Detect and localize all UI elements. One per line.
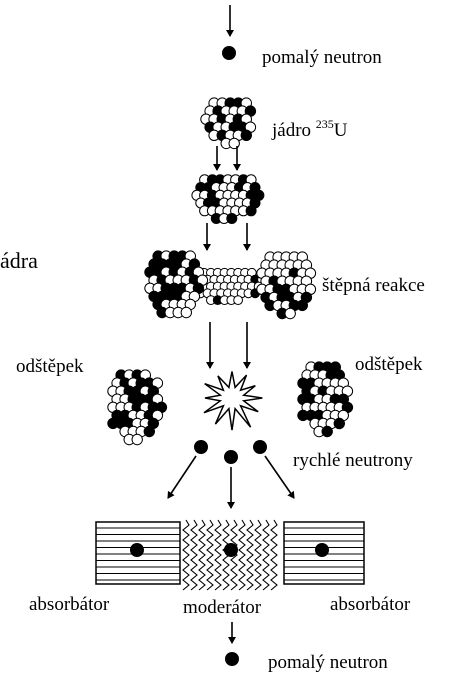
fragment-left [108, 370, 167, 445]
moderated-neutron [224, 543, 238, 557]
label-fragment-right: odštěpek [355, 354, 423, 375]
label-fission: štěpná reakce [322, 275, 425, 296]
fission-burst [204, 372, 262, 431]
label-slow-neutron-top: pomalý neutron [262, 47, 382, 68]
absorbed-neutron-left [130, 543, 144, 557]
label-fragment-left: odštěpek [16, 356, 84, 377]
label-nucleus-prefix: jádro [271, 120, 316, 141]
arrow-fast-left [168, 456, 196, 498]
label-absorber-left: absorbátor [29, 594, 110, 615]
slow-neutron-bottom [225, 652, 239, 666]
label-fast-neutrons: rychlé neutrony [293, 450, 413, 471]
label-slow-neutron-bottom: pomalý neutron [268, 652, 388, 673]
fast-neutron-left [194, 440, 208, 454]
label-partial-nucleus: ádra [0, 248, 38, 273]
label-nucleus-symbol: U [334, 120, 348, 141]
absorber-left-block [96, 522, 180, 584]
excited-nucleus [192, 175, 264, 224]
fission-dumbbell [145, 251, 316, 319]
arrow-fast-right [265, 456, 294, 498]
fast-neutron-middle [224, 450, 238, 464]
slow-neutron-top [222, 46, 236, 60]
absorber-right-block [284, 522, 364, 584]
fragment-right [298, 362, 353, 437]
label-nucleus: jádro 235U [271, 117, 348, 141]
nucleus-u235 [201, 98, 256, 149]
label-absorber-right: absorbátor [330, 594, 411, 615]
moderator-block [183, 520, 277, 590]
label-nucleus-mass: 235 [316, 117, 334, 131]
label-moderator: moderátor [183, 597, 262, 618]
absorbed-neutron-right [315, 543, 329, 557]
fast-neutron-right [253, 440, 267, 454]
